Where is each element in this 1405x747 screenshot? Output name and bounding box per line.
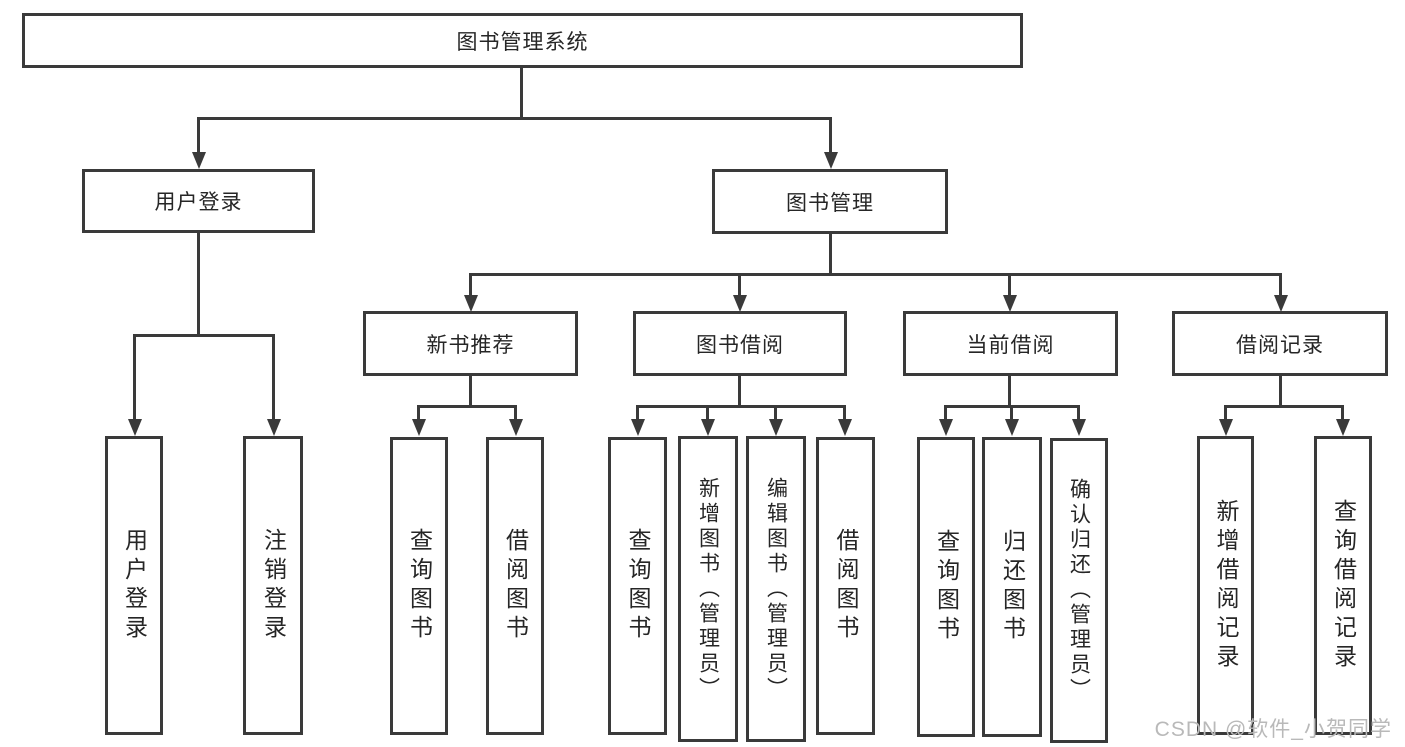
leaf-add-book-admin: 新增图书（管理员） bbox=[678, 436, 738, 742]
connector-line bbox=[417, 405, 517, 408]
node-book-borrow: 图书借阅 bbox=[633, 311, 847, 376]
arrow-down-icon bbox=[464, 295, 478, 312]
leaf-label: 新增图书（管理员） bbox=[696, 476, 720, 702]
csdn-watermark: CSDN @软件_小贺同学 bbox=[1155, 713, 1392, 743]
arrow-down-icon bbox=[412, 419, 426, 436]
leaf-query-book-2: 查询图书 bbox=[608, 437, 667, 735]
leaf-confirm-return-admin: 确认归还（管理员） bbox=[1050, 438, 1108, 743]
leaf-borrow-book-1: 借阅图书 bbox=[486, 437, 544, 735]
connector-line bbox=[738, 374, 741, 408]
connector-line bbox=[1008, 374, 1011, 408]
leaf-return-book: 归还图书 bbox=[982, 437, 1042, 737]
arrow-down-icon bbox=[1336, 419, 1350, 436]
node-user-login-label: 用户登录 bbox=[154, 191, 243, 214]
connector-line bbox=[197, 231, 200, 337]
leaf-query-borrow-record: 查询借阅记录 bbox=[1314, 436, 1372, 735]
connector-line bbox=[944, 405, 947, 421]
connector-line bbox=[197, 117, 832, 120]
leaf-add-borrow-record: 新增借阅记录 bbox=[1197, 436, 1254, 735]
arrow-down-icon bbox=[769, 419, 783, 436]
connector-line bbox=[843, 405, 846, 421]
arrow-down-icon bbox=[1005, 419, 1019, 436]
arrow-down-icon bbox=[1072, 419, 1086, 436]
node-new-book-recommend-label: 新书推荐 bbox=[426, 333, 515, 357]
node-user-login: 用户登录 bbox=[82, 169, 315, 233]
connector-line bbox=[514, 405, 517, 421]
leaf-label: 查询图书 bbox=[625, 528, 651, 644]
arrow-down-icon bbox=[838, 419, 852, 436]
leaf-label: 注销登录 bbox=[260, 527, 287, 644]
connector-line bbox=[197, 117, 200, 154]
arrow-down-icon bbox=[631, 419, 645, 436]
connector-line bbox=[1224, 405, 1344, 408]
connector-line bbox=[1010, 405, 1013, 421]
arrow-down-icon bbox=[1219, 419, 1233, 436]
node-book-management: 图书管理 bbox=[712, 169, 948, 234]
node-current-borrow: 当前借阅 bbox=[903, 311, 1118, 376]
leaf-query-book-1: 查询图书 bbox=[390, 437, 448, 735]
leaf-label: 查询借阅记录 bbox=[1330, 498, 1357, 673]
connector-line bbox=[469, 273, 472, 298]
connector-line bbox=[636, 405, 639, 421]
connector-line bbox=[469, 273, 1282, 276]
connector-line bbox=[417, 405, 420, 421]
node-root-label: 图书管理系统 bbox=[456, 30, 589, 54]
arrow-down-icon bbox=[267, 419, 281, 436]
leaf-label: 查询图书 bbox=[933, 529, 960, 645]
arrow-down-icon bbox=[192, 152, 206, 169]
connector-line bbox=[1008, 273, 1011, 298]
leaf-query-book-3: 查询图书 bbox=[917, 437, 975, 737]
node-book-management-label: 图书管理 bbox=[786, 191, 874, 215]
arrow-down-icon bbox=[1274, 295, 1288, 312]
leaf-label: 编辑图书（管理员） bbox=[764, 476, 788, 702]
node-current-borrow-label: 当前借阅 bbox=[966, 333, 1055, 357]
connector-line bbox=[272, 334, 275, 421]
connector-line bbox=[829, 232, 832, 276]
connector-line bbox=[133, 334, 136, 421]
connector-line bbox=[1279, 374, 1282, 408]
arrow-down-icon bbox=[733, 295, 747, 312]
arrow-down-icon bbox=[701, 419, 715, 436]
leaf-label: 确认归还（管理员） bbox=[1067, 478, 1091, 703]
csdn-watermark-text: CSDN @软件_小贺同学 bbox=[1154, 718, 1392, 741]
leaf-label: 借阅图书 bbox=[833, 528, 859, 644]
node-borrow-record-label: 借阅记录 bbox=[1236, 333, 1324, 357]
connector-line bbox=[636, 405, 846, 408]
node-root: 图书管理系统 bbox=[22, 13, 1023, 68]
arrow-down-icon bbox=[128, 419, 142, 436]
leaf-label: 借阅图书 bbox=[502, 528, 529, 644]
arrow-down-icon bbox=[824, 152, 838, 169]
connector-line bbox=[1279, 273, 1282, 298]
leaf-label: 查询图书 bbox=[406, 528, 433, 644]
node-book-borrow-label: 图书借阅 bbox=[696, 333, 784, 357]
connector-line bbox=[520, 66, 523, 119]
leaf-borrow-book-2: 借阅图书 bbox=[816, 437, 875, 735]
connector-line bbox=[1341, 405, 1344, 421]
leaf-label: 归还图书 bbox=[999, 529, 1026, 645]
connector-line bbox=[829, 117, 832, 154]
node-new-book-recommend: 新书推荐 bbox=[363, 311, 578, 376]
connector-line bbox=[706, 405, 709, 421]
arrow-down-icon bbox=[939, 419, 953, 436]
node-borrow-record: 借阅记录 bbox=[1172, 311, 1388, 376]
connector-line bbox=[1077, 405, 1080, 421]
arrow-down-icon bbox=[1003, 295, 1017, 312]
connector-line bbox=[738, 273, 741, 298]
connector-line bbox=[774, 405, 777, 421]
leaf-label: 用户登录 bbox=[121, 527, 148, 644]
leaf-logout: 注销登录 bbox=[243, 436, 303, 735]
connector-line bbox=[1224, 405, 1227, 421]
leaf-user-login: 用户登录 bbox=[105, 436, 163, 735]
connector-line bbox=[469, 374, 472, 408]
leaf-label: 新增借阅记录 bbox=[1213, 498, 1239, 673]
leaf-edit-book-admin: 编辑图书（管理员） bbox=[746, 436, 806, 742]
arrow-down-icon bbox=[509, 419, 523, 436]
connector-line bbox=[133, 334, 275, 337]
